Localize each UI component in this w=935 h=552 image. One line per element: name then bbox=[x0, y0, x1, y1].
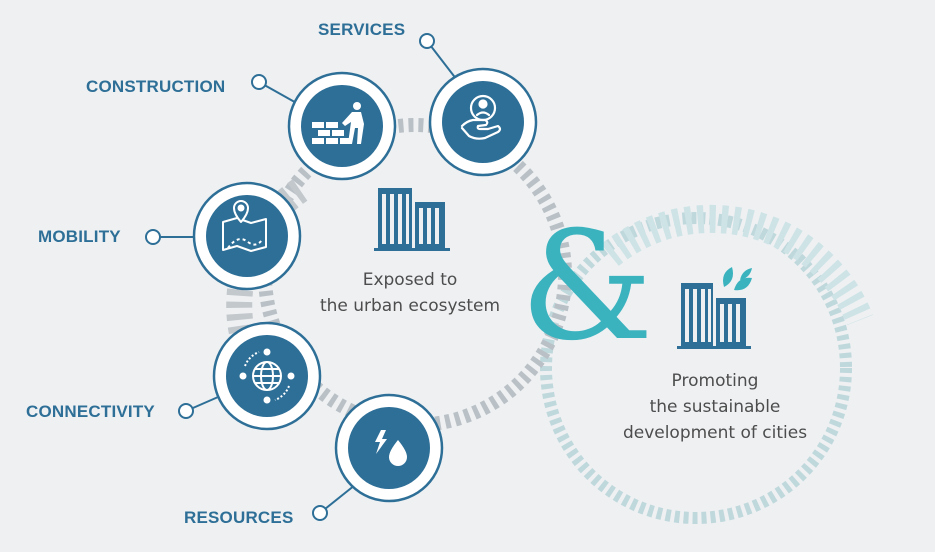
sustainability-caption-line2: the sustainable bbox=[649, 397, 781, 417]
mobility-node bbox=[192, 181, 302, 291]
construction-node bbox=[287, 71, 397, 181]
connectivity-node bbox=[212, 321, 322, 431]
urban-ecosystem-caption: Exposed to the urban ecosystem bbox=[300, 267, 520, 319]
connectivity-label: CONNECTIVITY bbox=[26, 402, 155, 421]
sustainability-caption: Promoting the sustainable development of… bbox=[600, 368, 830, 446]
connectors bbox=[145, 33, 458, 521]
sustainability-caption-line1: Promoting bbox=[671, 371, 759, 391]
resources-label: RESOURCES bbox=[184, 508, 294, 527]
urban-caption-line2: the urban ecosystem bbox=[319, 296, 501, 316]
water-drop-lightning-icon bbox=[375, 430, 407, 466]
mobility-label: MOBILITY bbox=[38, 227, 121, 246]
sustainability-ring-band bbox=[601, 204, 874, 326]
services-label: SERVICES bbox=[318, 20, 406, 39]
globe-network-icon bbox=[239, 348, 295, 404]
sustainability-ring bbox=[540, 212, 852, 524]
hand-with-person-icon bbox=[460, 94, 502, 140]
green-buildings-leaf-icon bbox=[677, 267, 752, 349]
city-buildings-icon bbox=[374, 188, 450, 251]
sustainability-caption-line3: development of cities bbox=[622, 423, 808, 443]
ampersand-symbol: & bbox=[520, 200, 654, 374]
worker-laying-bricks-icon bbox=[312, 102, 364, 144]
construction-label: CONSTRUCTION bbox=[86, 77, 226, 96]
services-node bbox=[428, 67, 538, 177]
urban-caption-line1: Exposed to bbox=[362, 270, 458, 290]
resources-node bbox=[334, 393, 444, 503]
map-pin-icon bbox=[222, 200, 267, 252]
